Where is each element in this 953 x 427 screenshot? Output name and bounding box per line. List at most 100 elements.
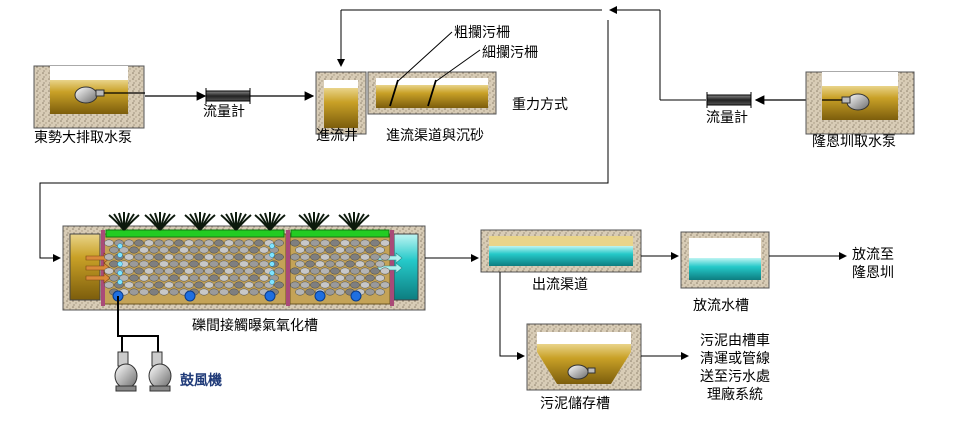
gravel-stone [219, 274, 229, 282]
diffuser-icon [350, 290, 362, 302]
gravel-stone [295, 274, 305, 282]
gravel-stone [174, 267, 184, 275]
gravel-stone [249, 274, 259, 282]
gravel-stone [189, 246, 199, 254]
gravel-stone [355, 274, 365, 282]
gravel-stone [350, 239, 360, 247]
gravel-stone [214, 239, 224, 247]
plant-icon [144, 212, 176, 231]
gravel-stone [129, 288, 139, 296]
longen-pump-icon [822, 93, 870, 111]
gravel-stone [184, 253, 194, 261]
plant-icon [338, 212, 370, 231]
gravel-stone [139, 288, 149, 296]
gravel-stone [204, 253, 214, 261]
gravel-stone [274, 281, 284, 289]
gravel-stone [154, 239, 164, 247]
air-bubble [269, 243, 275, 249]
gravel-stone [104, 281, 114, 289]
gravel-stone [325, 288, 335, 296]
gravel-stone [315, 274, 325, 282]
gravel-stone [184, 267, 194, 275]
gravel-stone [325, 246, 335, 254]
gravel-stone [144, 253, 154, 261]
gravel-stone [305, 288, 315, 296]
gravel-stone [159, 288, 169, 296]
air-bubble [117, 243, 123, 249]
gravel-stone [370, 239, 380, 247]
gravel-stone [104, 267, 114, 275]
gravel-stone [234, 239, 244, 247]
gravel-stone [295, 288, 305, 296]
gravel-stone [325, 274, 335, 282]
gravel-stone [375, 274, 385, 282]
gravel-stone [224, 267, 234, 275]
gravel-stone [209, 288, 219, 296]
gravel-stone [229, 260, 239, 268]
gravity-label: 重力方式 [512, 97, 568, 113]
gravel-stone [360, 281, 370, 289]
east-pump-label: 東勢大排取水泵 [34, 130, 132, 146]
air-bubble [117, 270, 123, 276]
gravel-stone [124, 281, 134, 289]
gravel-stone [159, 260, 169, 268]
discharge-tank [680, 231, 770, 289]
longen-pump-label: 隆恩圳取水泵 [812, 134, 896, 150]
gravel-stone [219, 260, 229, 268]
sludge-tank-label: 污泥儲存槽 [540, 396, 610, 412]
sludge-note: 污泥由槽車 清運或管線 送至污水處 理廠系統 [700, 332, 770, 404]
gravel-stone [300, 267, 310, 275]
gravel-stone [244, 253, 254, 261]
gravel-stone [295, 260, 305, 268]
gravel-stone [375, 246, 385, 254]
gravel-stone [274, 253, 284, 261]
longen-pump-tank [805, 71, 915, 135]
gravel-stone [109, 246, 119, 254]
gravel-stone [134, 267, 144, 275]
gravel-stone [159, 246, 169, 254]
gravel-stone [139, 246, 149, 254]
gravel-stone [214, 281, 224, 289]
air-bubble [117, 261, 123, 267]
flow-meter-left-label: 流量計 [203, 104, 245, 120]
east-pump-tank [33, 65, 145, 129]
gravel-stone [219, 246, 229, 254]
gravel-stone [204, 267, 214, 275]
gravel-stone [310, 267, 320, 275]
gravel-stone [169, 288, 179, 296]
inlet-channel-label: 進流渠道與沉砂 [386, 128, 484, 144]
gravel-stone [300, 253, 310, 261]
gravel-stone [290, 281, 300, 289]
coarse-screen-label: 粗攔污柵 [454, 25, 510, 41]
inlet-channel [367, 71, 497, 115]
gravel-stone [340, 281, 350, 289]
gravel-stone [310, 281, 320, 289]
gravel-stone [380, 281, 390, 289]
gravel-stone [164, 267, 174, 275]
gravel-stone [154, 267, 164, 275]
gravel-stone [149, 246, 159, 254]
gravel-stone [274, 267, 284, 275]
gravel-stone [330, 267, 340, 275]
gravel-stone [360, 239, 370, 247]
gravel-stone [174, 281, 184, 289]
gravel-stone [109, 260, 119, 268]
gravel-stone [129, 246, 139, 254]
gravel-stone [204, 239, 214, 247]
air-bubble [117, 252, 123, 258]
plant-icon [108, 212, 140, 231]
gravel-stone [124, 267, 134, 275]
diffuser-icon [314, 290, 326, 302]
gravel-stone [249, 260, 259, 268]
gravel-stones [104, 239, 390, 296]
gravel-stone [360, 253, 370, 261]
gravel-stone [169, 246, 179, 254]
gravel-stone [239, 246, 249, 254]
gravel-stone [109, 274, 119, 282]
gravel-stone [345, 260, 355, 268]
gravel-stone [149, 274, 159, 282]
gravel-stone [310, 253, 320, 261]
gravel-stone [224, 253, 234, 261]
gravel-stone [315, 260, 325, 268]
